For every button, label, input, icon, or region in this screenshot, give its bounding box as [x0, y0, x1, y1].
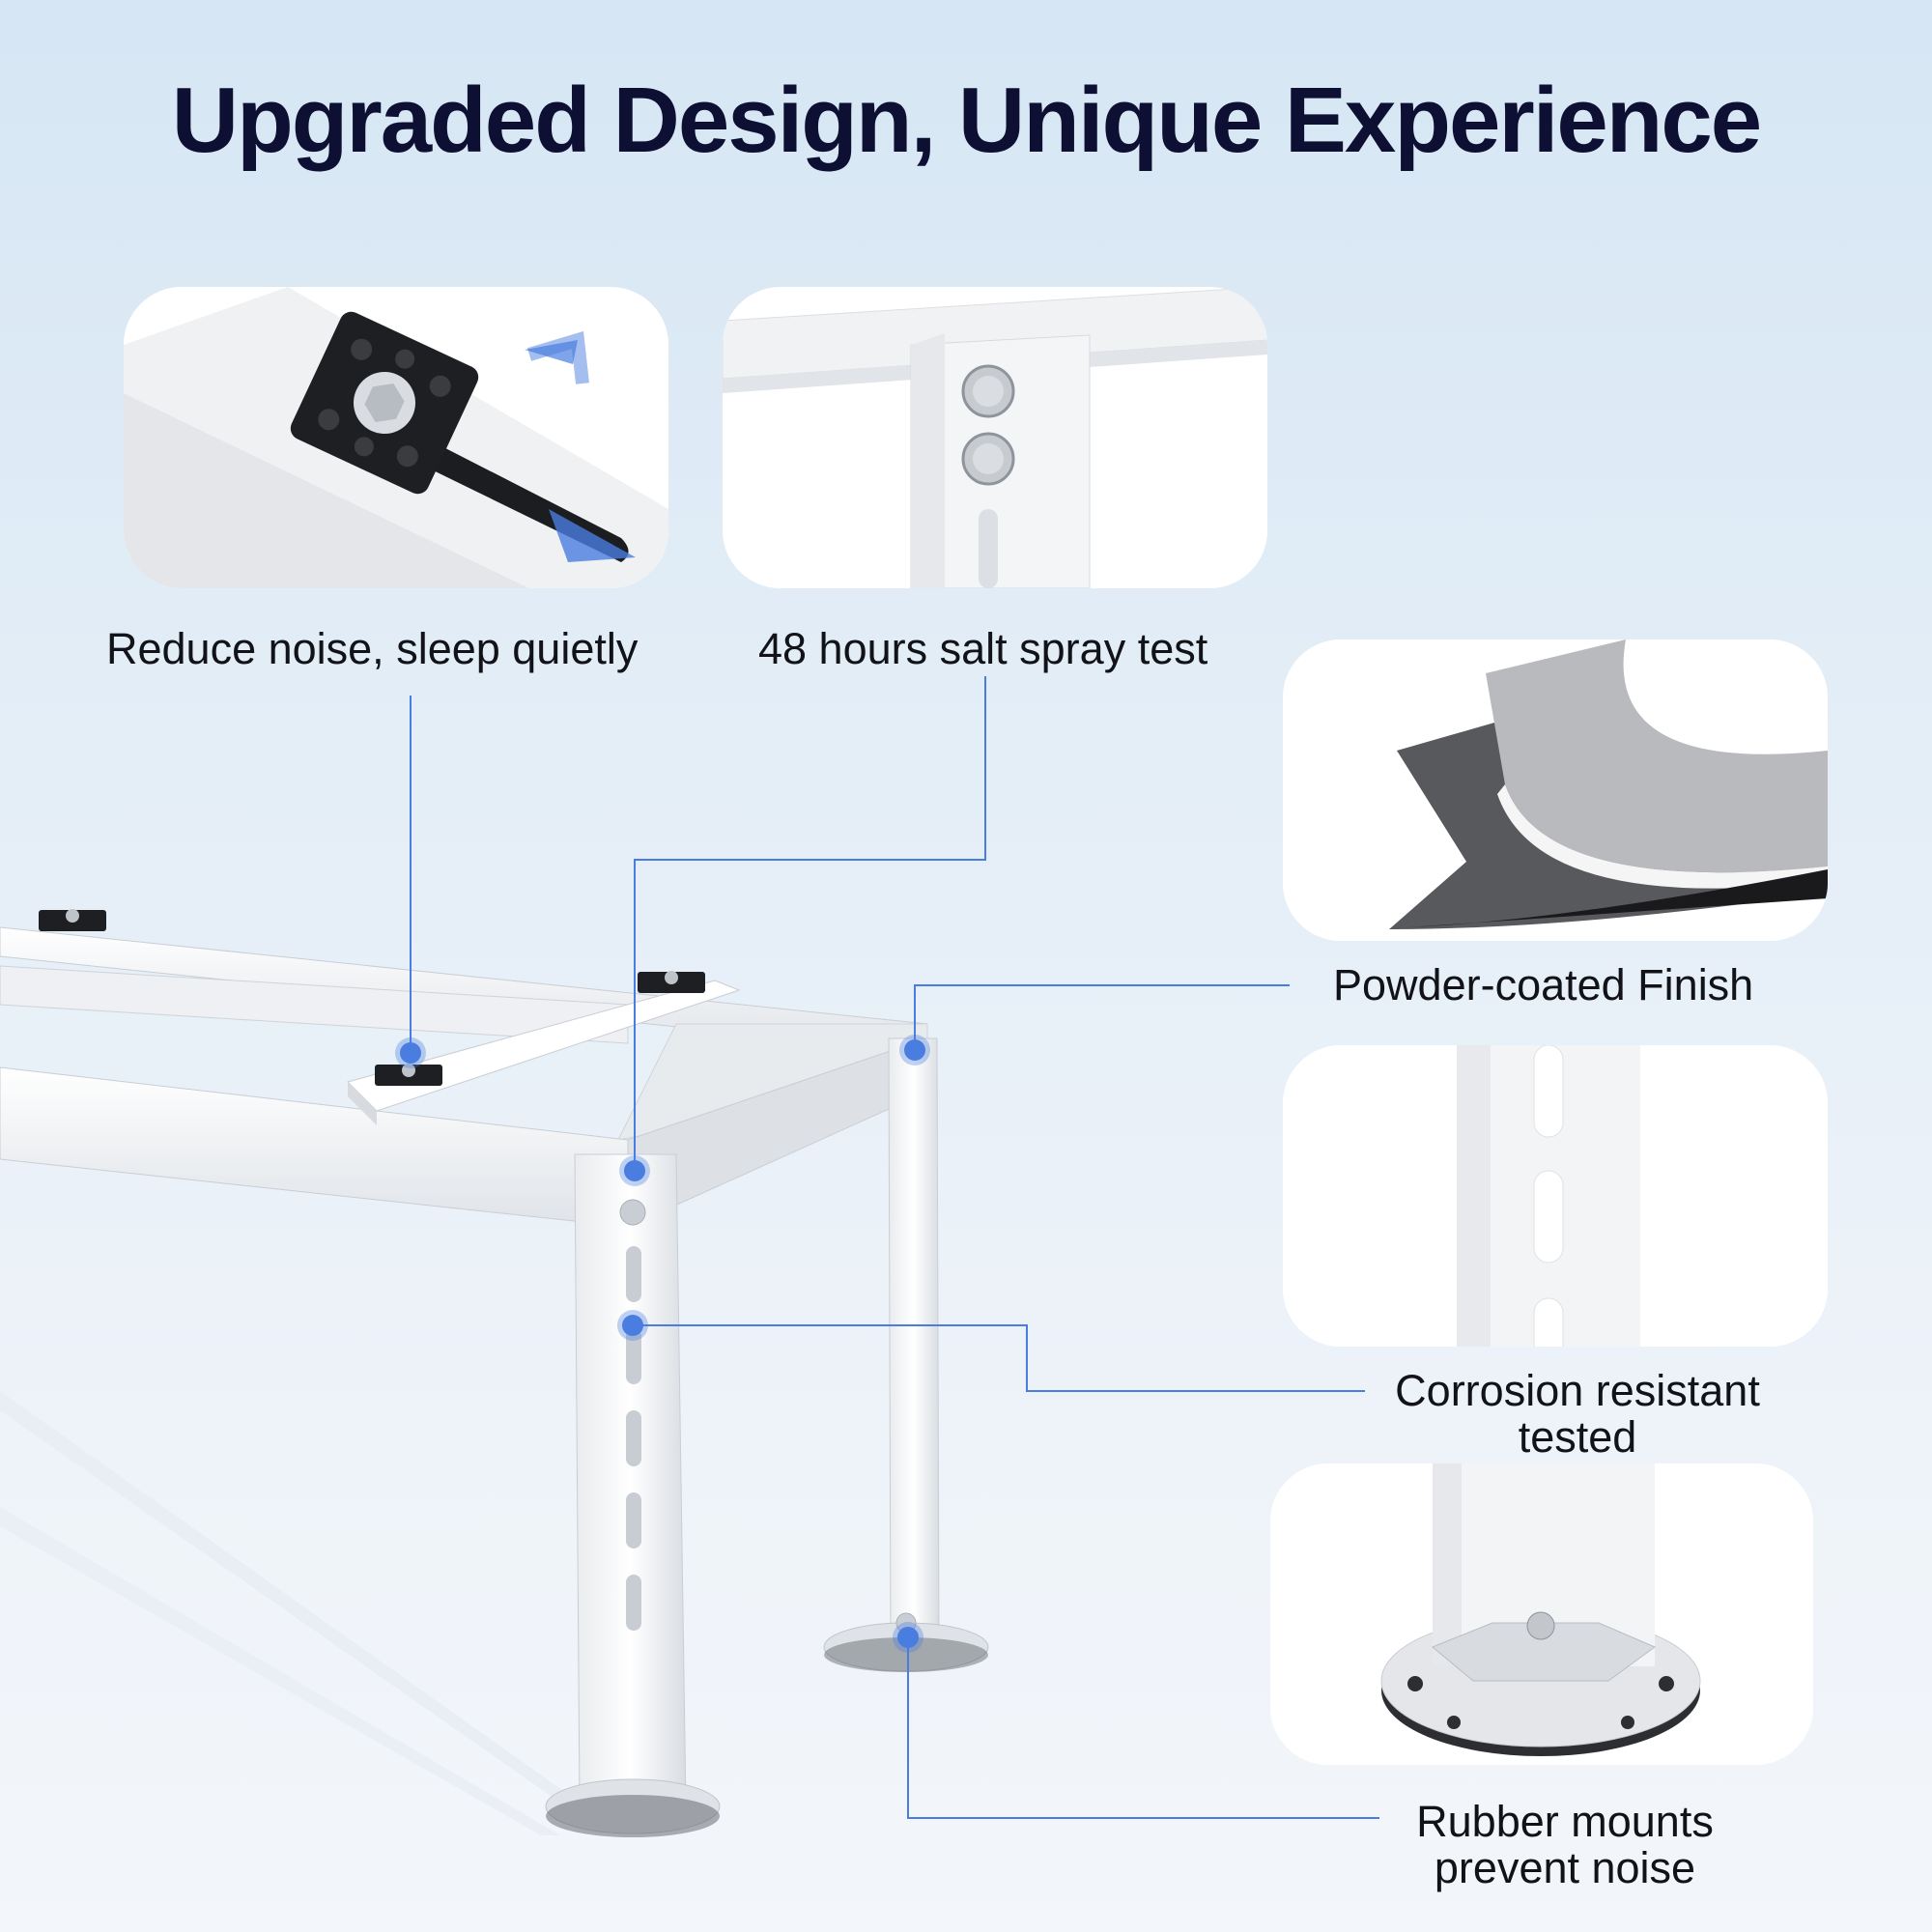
feature-corrosion-line2: tested — [1518, 1412, 1637, 1462]
feature-rubber-mounts: Rubber mounts prevent noise — [1338, 1799, 1792, 1891]
feature-salt-spray: 48 hours salt spray test — [758, 624, 1208, 673]
feature-corrosion: Corrosion resistant tested — [1350, 1368, 1804, 1461]
rubber-foot-panel — [1270, 1463, 1813, 1765]
rubber-pad-panel — [124, 287, 668, 588]
bolt-panel — [723, 287, 1267, 588]
slotted-leg-panel — [1283, 1045, 1828, 1347]
feature-corrosion-line1: Corrosion resistant — [1395, 1366, 1760, 1415]
powder-coat-panel — [1283, 639, 1828, 941]
feature-reduce-noise: Reduce noise, sleep quietly — [106, 624, 639, 673]
page-title: Upgraded Design, Unique Experience — [171, 69, 1762, 172]
feature-rubber-line2: prevent noise — [1434, 1843, 1696, 1892]
feature-powder-coated: Powder-coated Finish — [1333, 960, 1754, 1009]
feature-rubber-line1: Rubber mounts — [1416, 1797, 1714, 1846]
